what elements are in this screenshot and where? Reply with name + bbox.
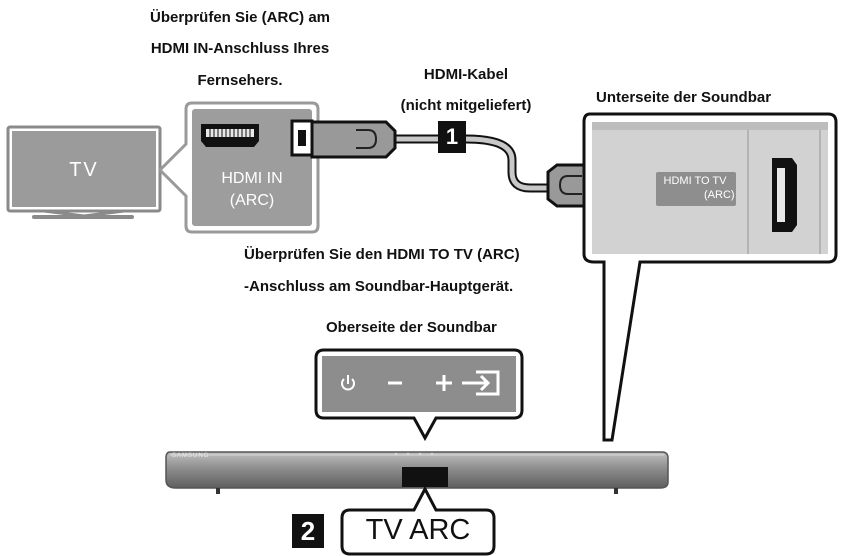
- source-icon: [462, 370, 500, 396]
- soundbar-bottom-title: Unterseite der Soundbar: [596, 89, 772, 106]
- soundbar-callout-line1: Überprüfen Sie den HDMI TO TV (ARC): [244, 246, 520, 263]
- soundbar-display: [402, 467, 448, 487]
- hdmi-plug-left: [290, 119, 397, 159]
- tv-port-label-line2: (ARC): [229, 192, 275, 209]
- power-icon: [341, 375, 355, 391]
- soundbar: [165, 451, 669, 494]
- soundbar-top-title: Oberseite der Soundbar: [326, 319, 497, 336]
- cable-label-line1: HDMI-Kabel: [423, 66, 509, 83]
- tv-callout-line2: HDMI IN-Anschluss Ihres: [150, 40, 330, 57]
- step-2-badge: [292, 514, 324, 548]
- tv-icon: [6, 125, 162, 219]
- step-1-number: 1: [445, 124, 459, 149]
- top-panel-callout: [314, 348, 524, 442]
- tv-port-callout: [157, 101, 320, 234]
- display-text: TV ARC: [365, 514, 471, 546]
- tv-callout-line1: Überprüfen Sie (ARC) am: [149, 9, 331, 26]
- tv-callout-line3: Fernsehers.: [197, 72, 283, 89]
- soundbar-port-label-line2: (ARC): [704, 189, 735, 201]
- soundbar-port-label-line1: HDMI TO TV: [663, 175, 727, 187]
- volume-up-icon: [436, 375, 452, 391]
- cable-label-line2: (nicht mitgeliefert): [400, 97, 532, 114]
- step-1-badge: [438, 121, 466, 153]
- tv-screen-label: TV: [69, 159, 99, 181]
- tv-port-label-line1: HDMI IN: [221, 170, 283, 187]
- soundbar-brand: SAMSUNG: [172, 453, 210, 459]
- soundbar-bottom-callout: [582, 112, 838, 442]
- step-2-number: 2: [300, 516, 316, 546]
- soundbar-callout-line2: -Anschluss am Soundbar-Hauptgerät.: [244, 278, 514, 295]
- display-callout: [340, 485, 496, 556]
